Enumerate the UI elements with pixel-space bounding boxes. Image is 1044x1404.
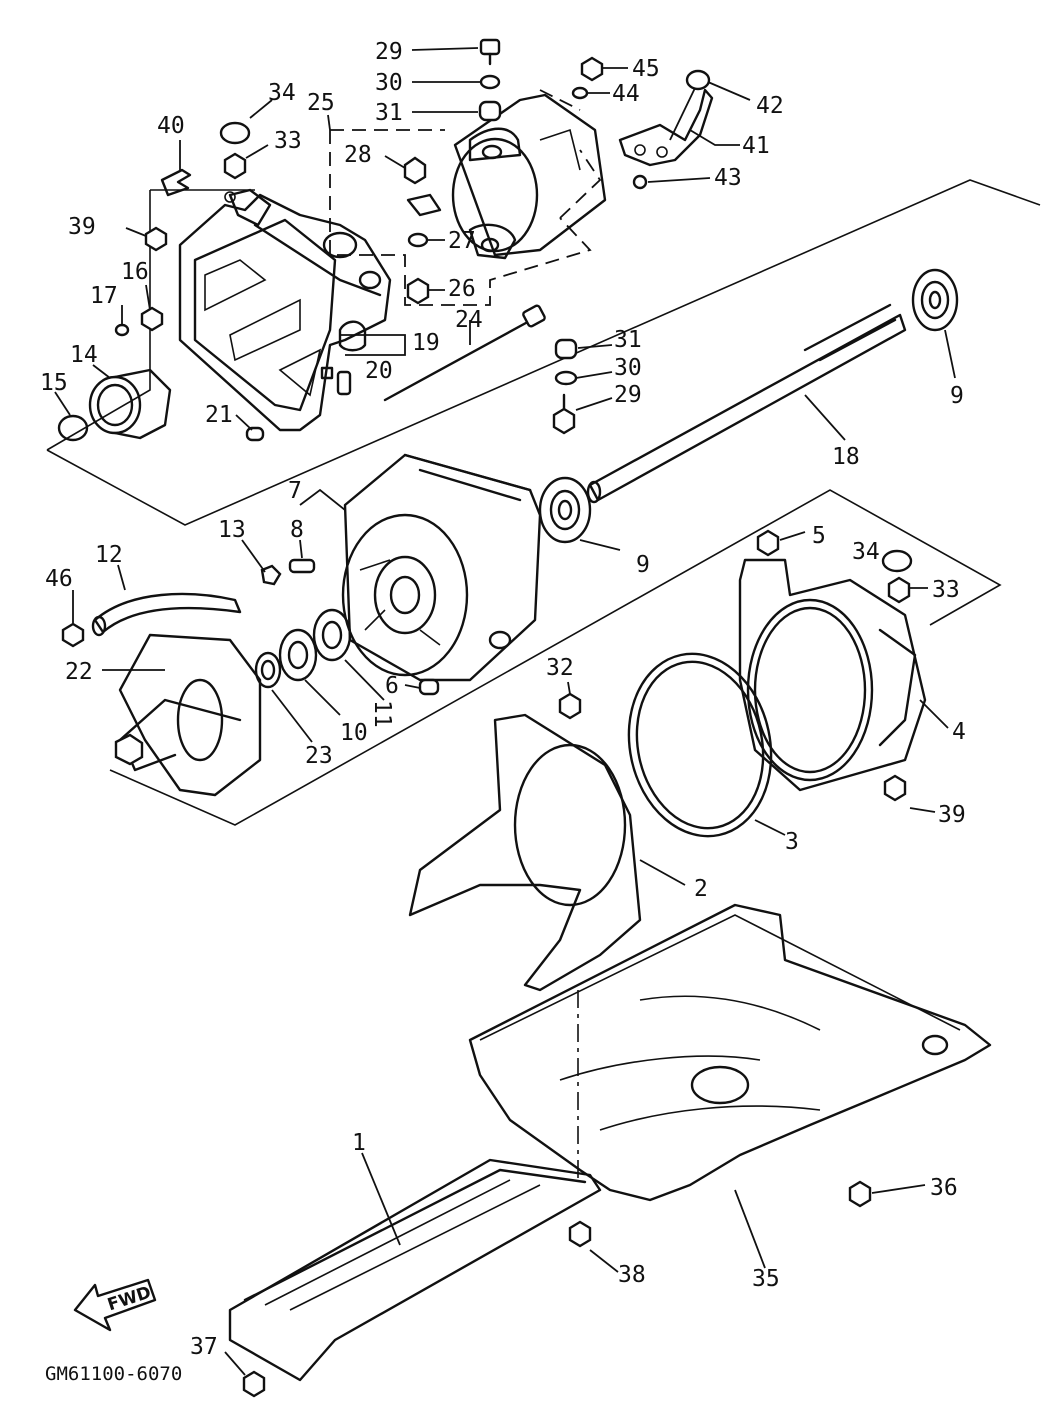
callout-39-top: 39 (68, 214, 96, 240)
callout-39-right: 39 (938, 802, 966, 828)
fwd-label: FWD (105, 1283, 153, 1316)
leader-lines (54, 47, 956, 1376)
long-bolt (383, 304, 546, 402)
nozzle-assembly (406, 93, 607, 260)
callout-4: 4 (952, 719, 966, 745)
callout-13: 13 (218, 517, 246, 543)
ride-plate-housing (738, 529, 927, 802)
callout-23: 23 (305, 743, 333, 769)
impeller-housing (341, 453, 542, 682)
callout-32: 32 (546, 655, 574, 681)
callout-30-top: 30 (375, 70, 403, 96)
callout-5: 5 (812, 523, 826, 549)
callout-45: 45 (632, 56, 660, 82)
callout-33-right: 33 (932, 577, 960, 603)
callout-27: 27 (448, 228, 476, 254)
callout-33-top: 33 (274, 128, 302, 154)
callout-19: 19 (412, 330, 440, 356)
callout-16: 16 (121, 259, 149, 285)
callout-28: 28 (344, 142, 372, 168)
callout-2: 2 (694, 876, 708, 902)
callout-40: 40 (157, 113, 185, 139)
callout-29-right: 29 (614, 382, 642, 408)
callout-7: 7 (288, 478, 302, 504)
callout-30-right: 30 (614, 355, 642, 381)
seals-bearings (254, 558, 440, 696)
callout-46: 46 (45, 566, 73, 592)
callout-26: 26 (448, 276, 476, 302)
callout-25: 25 (307, 90, 335, 116)
callout-29-top: 29 (375, 39, 403, 65)
callout-36: 36 (930, 1175, 958, 1201)
upper-group-frame (46, 179, 1041, 526)
callout-34-right: 34 (852, 539, 880, 565)
hose (61, 564, 282, 648)
ride-plate (228, 1158, 602, 1398)
callout-43: 43 (714, 165, 742, 191)
callout-20: 20 (365, 358, 393, 384)
bearing-top (911, 268, 959, 332)
hull-plate (468, 903, 992, 1208)
callout-31-right: 31 (614, 327, 642, 353)
callout-34-top: 34 (268, 80, 296, 106)
callout-10: 10 (340, 720, 368, 746)
callout-41: 41 (742, 133, 770, 159)
callout-9-top: 9 (950, 383, 964, 409)
callout-22: 22 (65, 659, 93, 685)
steering-bracket (618, 88, 714, 167)
callout-37: 37 (190, 1334, 218, 1360)
callout-9-middle: 9 (636, 552, 650, 578)
callout-21: 21 (205, 402, 233, 428)
pump-housing (178, 188, 392, 432)
middle-group-frame (109, 489, 1002, 826)
impeller (114, 633, 262, 797)
callout-12: 12 (95, 542, 123, 568)
callout-35: 35 (752, 1266, 780, 1292)
callout-24: 24 (455, 307, 483, 333)
callout-3: 3 (785, 829, 799, 855)
callout-labels: 29 30 31 45 44 42 41 43 34 33 40 25 28 2… (40, 39, 966, 1360)
callout-15: 15 (40, 370, 68, 396)
callout-18: 18 (832, 444, 860, 470)
drive-shaft (586, 303, 907, 504)
callout-8: 8 (290, 517, 304, 543)
callout-42: 42 (756, 93, 784, 119)
bearing-middle (538, 476, 592, 544)
callout-11: 11 (369, 700, 395, 728)
fwd-arrow-icon: FWD (73, 1278, 157, 1332)
inspection-cover (57, 368, 172, 442)
right-fasteners (552, 338, 578, 435)
duct (408, 692, 642, 992)
callout-6: 6 (385, 673, 399, 699)
callout-14: 14 (70, 342, 98, 368)
drawing-code: GM61100-6070 (45, 1363, 182, 1385)
callout-31-top: 31 (375, 100, 403, 126)
callout-17: 17 (90, 283, 118, 309)
callout-1: 1 (352, 1130, 366, 1156)
upper-fasteners (114, 38, 711, 442)
seal-ring (627, 652, 773, 838)
callout-44: 44 (612, 81, 640, 107)
callout-38: 38 (618, 1262, 646, 1288)
nozzle-group-frame (329, 89, 602, 306)
